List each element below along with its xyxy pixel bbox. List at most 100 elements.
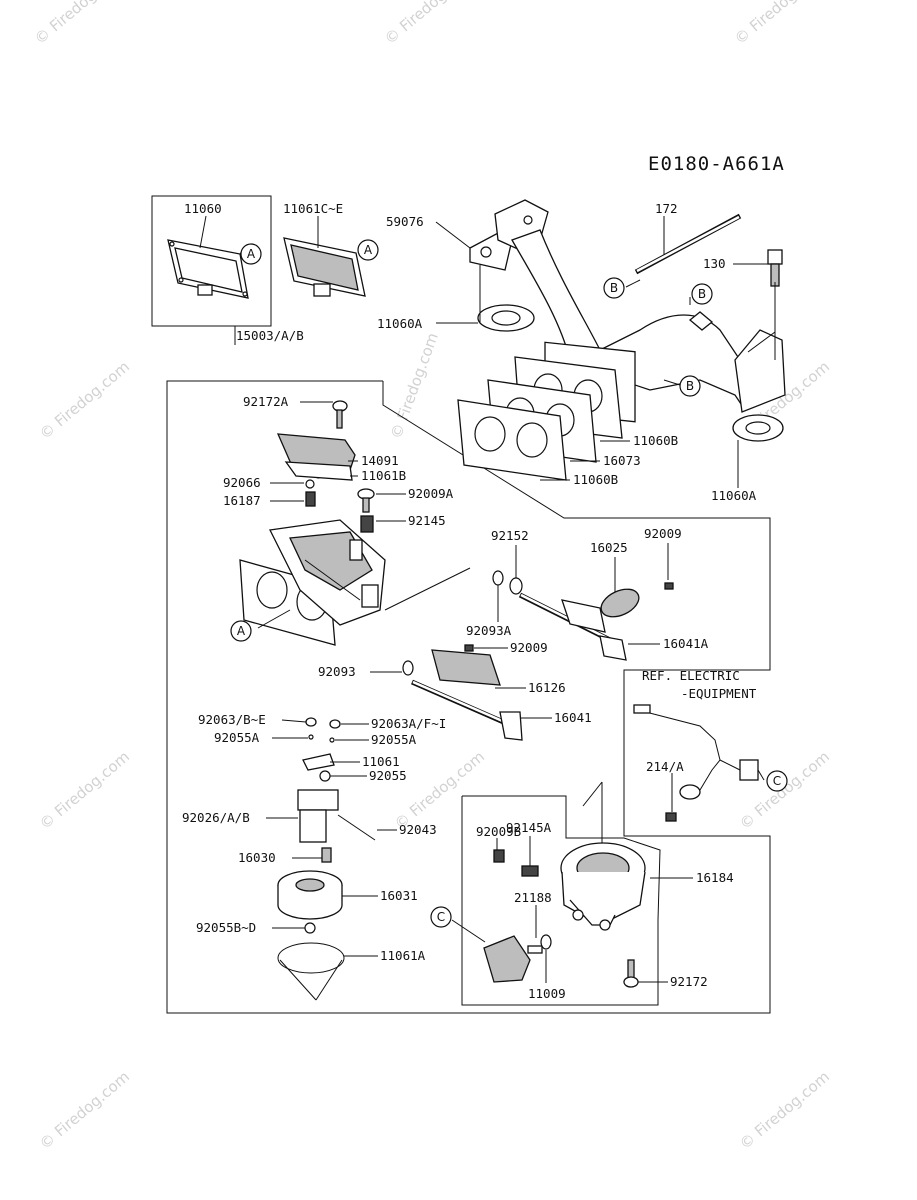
callout-c-1: C: [766, 770, 788, 792]
watermark: © Firedog.com: [391, 748, 488, 833]
svg-text:B: B: [610, 281, 618, 295]
svg-text:B: B: [686, 379, 694, 393]
part-label: 92055B~D: [196, 920, 256, 935]
svg-text:C: C: [437, 910, 445, 924]
screw-214a: [665, 812, 677, 822]
part-label: 92055A: [214, 730, 260, 745]
watermark: © Firedog.com: [731, 0, 828, 48]
screw-92009a: [357, 488, 375, 513]
part-label: 59076: [386, 214, 424, 229]
part-label: 92043: [399, 822, 437, 837]
part-label: 11061B: [361, 468, 406, 483]
part-label: 92152: [491, 528, 529, 543]
float-bowl-16031: [277, 870, 343, 920]
oring-92066: [305, 479, 315, 489]
screw-92009-mid: [464, 644, 474, 652]
jet-92063-b-e: [305, 717, 317, 727]
throttle-plate-16126: [431, 649, 501, 686]
gasket-11061b: [284, 461, 353, 481]
part-label: 92026/A/B: [182, 810, 250, 825]
part-label: 16031: [380, 888, 418, 903]
part-label: 11009: [528, 986, 566, 1001]
part-label: 16184: [696, 870, 734, 885]
callout-a-3: A: [230, 620, 252, 642]
jet-16030: [321, 847, 332, 863]
screw-92172a: [332, 400, 348, 429]
watermark: © Firedog.com: [381, 0, 478, 48]
throttle-shaft-16041: [410, 679, 523, 741]
part-label: 11060A: [711, 488, 757, 503]
part-label: 11060B: [573, 472, 618, 487]
carburetor-body: [239, 519, 471, 646]
leader-lines: [199, 215, 776, 983]
watermark: © Firedog.com: [36, 358, 133, 443]
part-labels: 11060 11061C~E 15003/A/B 59076 172 130 1…: [182, 201, 757, 1001]
part-label: 92009: [644, 526, 682, 541]
stud-172: [634, 213, 742, 275]
part-label: 11061: [362, 754, 400, 769]
seal-92152: [509, 577, 523, 595]
oring-92055b-d: [304, 922, 316, 934]
oring-92055: [319, 770, 331, 782]
washer-11009: [540, 934, 552, 950]
callout-b-2: B: [691, 283, 713, 305]
part-label: 92055A: [371, 732, 417, 747]
watermark: © Firedog.com: [36, 748, 133, 833]
carburetor-assembly-outline: [166, 380, 771, 1014]
choke-plate-16025: [600, 588, 640, 618]
diagram-code: E0180-A661A: [648, 153, 785, 175]
part-label: 15003/A/B: [236, 328, 304, 343]
part-label: 92093A: [466, 623, 512, 638]
jet-92063a-f-i: [329, 719, 341, 729]
gasket-11061c-e: [283, 237, 366, 297]
part-label: 130: [703, 256, 726, 271]
part-label: 92066: [223, 475, 261, 490]
part-label: 11060B: [633, 433, 678, 448]
screw-92172: [623, 959, 639, 988]
svg-text:B: B: [698, 287, 706, 301]
part-label: 92063A/F~I: [371, 716, 446, 731]
watermark: © Firedog.com: [31, 0, 128, 48]
part-label: 92172A: [243, 394, 289, 409]
manifold-gaskets: [457, 356, 623, 481]
part-label: 92093: [318, 664, 356, 679]
part-label: 172: [655, 201, 678, 216]
choke-shaft-16041a: [518, 592, 627, 661]
part-label: 16030: [238, 850, 276, 865]
spring-92145: [360, 515, 374, 533]
throttle-body-16184: [560, 842, 646, 931]
part-label: 14091: [361, 453, 399, 468]
part-label: 16041A: [663, 636, 709, 651]
callout-c-2: C: [430, 906, 452, 928]
part-label: 16187: [223, 493, 261, 508]
callout-a-2: A: [357, 239, 379, 261]
screw-16187: [305, 491, 316, 507]
svg-text:A: A: [364, 243, 373, 257]
part-label: 11060A: [377, 316, 423, 331]
seal-92093a: [492, 570, 504, 586]
svg-text:C: C: [773, 774, 781, 788]
part-label: 16126: [528, 680, 566, 695]
oring-92055a-left: [308, 734, 314, 740]
callout-b-3: B: [679, 375, 701, 397]
float-92026: [297, 789, 376, 843]
spring-92145a: [521, 865, 539, 877]
part-label: 11061C~E: [283, 201, 343, 216]
part-label: 92009A: [408, 486, 454, 501]
part-label: 11061A: [380, 948, 426, 963]
part-label: 92009B: [476, 824, 521, 839]
needle-11061: [302, 753, 335, 771]
throttle-body-box: [461, 795, 661, 1006]
ref-note-line2: -EQUIPMENT: [681, 686, 757, 701]
callout-b-1: B: [603, 277, 625, 299]
part-label: 92145: [408, 513, 446, 528]
part-label: 92055: [369, 768, 407, 783]
screw-92009-top: [664, 582, 674, 590]
part-label: 92145A: [506, 820, 552, 835]
oring-92055a-right: [329, 737, 335, 743]
wire-harness: [633, 704, 759, 800]
solenoid-21188: [483, 935, 543, 983]
part-label: 11060: [184, 201, 222, 216]
part-label: 214/A: [646, 759, 684, 774]
